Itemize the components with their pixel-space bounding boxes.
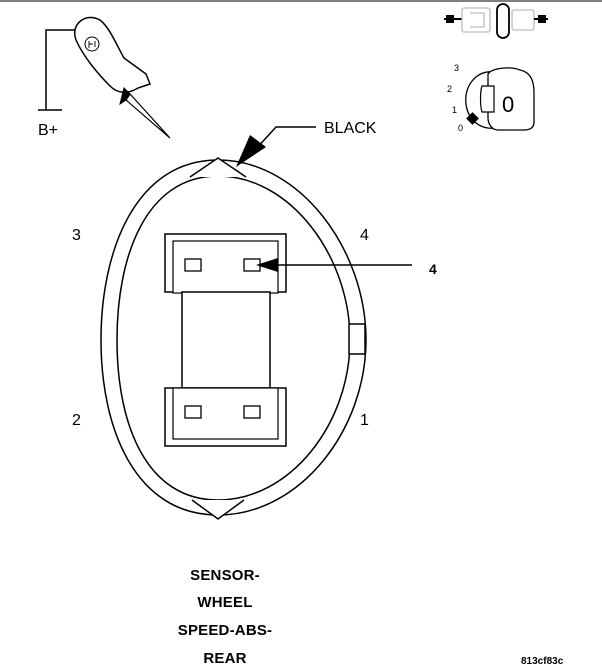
wire-leader-arrowhead — [236, 135, 266, 167]
caption-line-3: SPEED-ABS- — [177, 622, 273, 639]
pin-callout-label: 4 — [429, 261, 437, 277]
pin-cavity-1 — [243, 405, 261, 419]
disconnect-left-plug-end — [446, 15, 454, 23]
ignition-position-1: 1 — [452, 105, 458, 115]
disconnect-left-plug-detail — [470, 12, 485, 28]
probe-lead-wire — [45, 29, 78, 110]
connector-disconnect-icon — [444, 3, 548, 39]
ignition-position-marker — [466, 112, 479, 125]
ignition-key-symbol: 0 — [502, 92, 515, 117]
probe-handle — [73, 16, 151, 93]
ignition-position-0: 0 — [458, 123, 464, 133]
probe-logo-mark — [88, 41, 96, 48]
cavity-number-bottom-right: 1 — [360, 412, 369, 429]
ignition-position-3: 3 — [454, 63, 460, 73]
wire-color-label: BLACK — [324, 120, 377, 137]
figure-code: 813cf83c — [521, 656, 564, 667]
pin-callout-arrowhead — [256, 258, 278, 272]
disconnect-left-plug — [461, 7, 491, 33]
terminal-center-bridge — [181, 291, 271, 389]
ignition-key-head — [487, 67, 535, 131]
ignition-key-blade — [479, 85, 495, 113]
pin-cavity-2 — [184, 405, 202, 419]
wire-color-leader — [236, 126, 316, 167]
pin-callout-arrow — [256, 258, 412, 272]
probe-needle — [125, 93, 171, 139]
ignition-switch-icon — [465, 67, 535, 131]
connector-latch-tab — [348, 323, 366, 355]
caption-line-2: WHEEL — [197, 594, 253, 611]
connector-body — [100, 157, 367, 520]
connector-bottom-key-notch — [191, 499, 245, 520]
disconnect-right-plug — [511, 9, 535, 31]
cavity-number-top-left: 3 — [72, 227, 81, 244]
cavity-number-top-right: 4 — [360, 227, 369, 244]
probe-label: B+ — [38, 122, 59, 139]
test-probe-icon — [38, 16, 171, 139]
wire-leader-line — [254, 126, 316, 151]
disconnect-right-plug-end — [538, 15, 546, 23]
cavity-number-bottom-left: 2 — [72, 412, 81, 429]
pin-cavity-3 — [184, 258, 202, 272]
connector-top-key-notch — [189, 157, 247, 178]
caption-line-1: SENSOR- — [190, 567, 260, 584]
ignition-position-2: 2 — [447, 84, 453, 94]
caption-line-4: REAR — [203, 650, 247, 667]
disconnect-separator — [496, 3, 510, 39]
